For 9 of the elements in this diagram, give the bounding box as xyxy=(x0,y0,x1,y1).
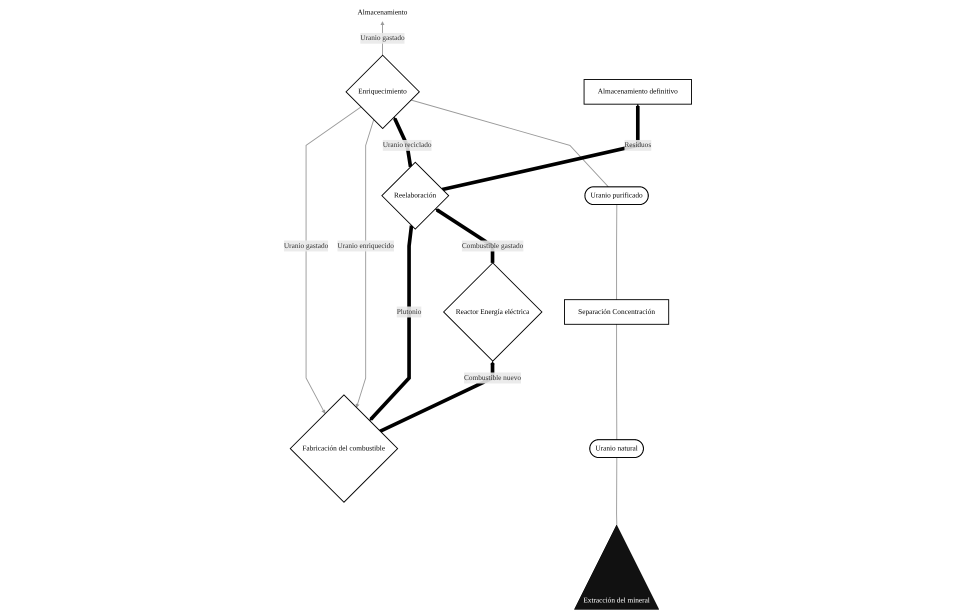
arrow xyxy=(442,104,640,192)
arrow xyxy=(306,106,362,414)
connector xyxy=(410,100,610,188)
arrow xyxy=(356,119,374,408)
connector xyxy=(616,204,618,300)
arrow xyxy=(380,360,495,433)
connector xyxy=(616,457,618,526)
connector xyxy=(616,324,618,440)
arrow xyxy=(370,225,414,421)
